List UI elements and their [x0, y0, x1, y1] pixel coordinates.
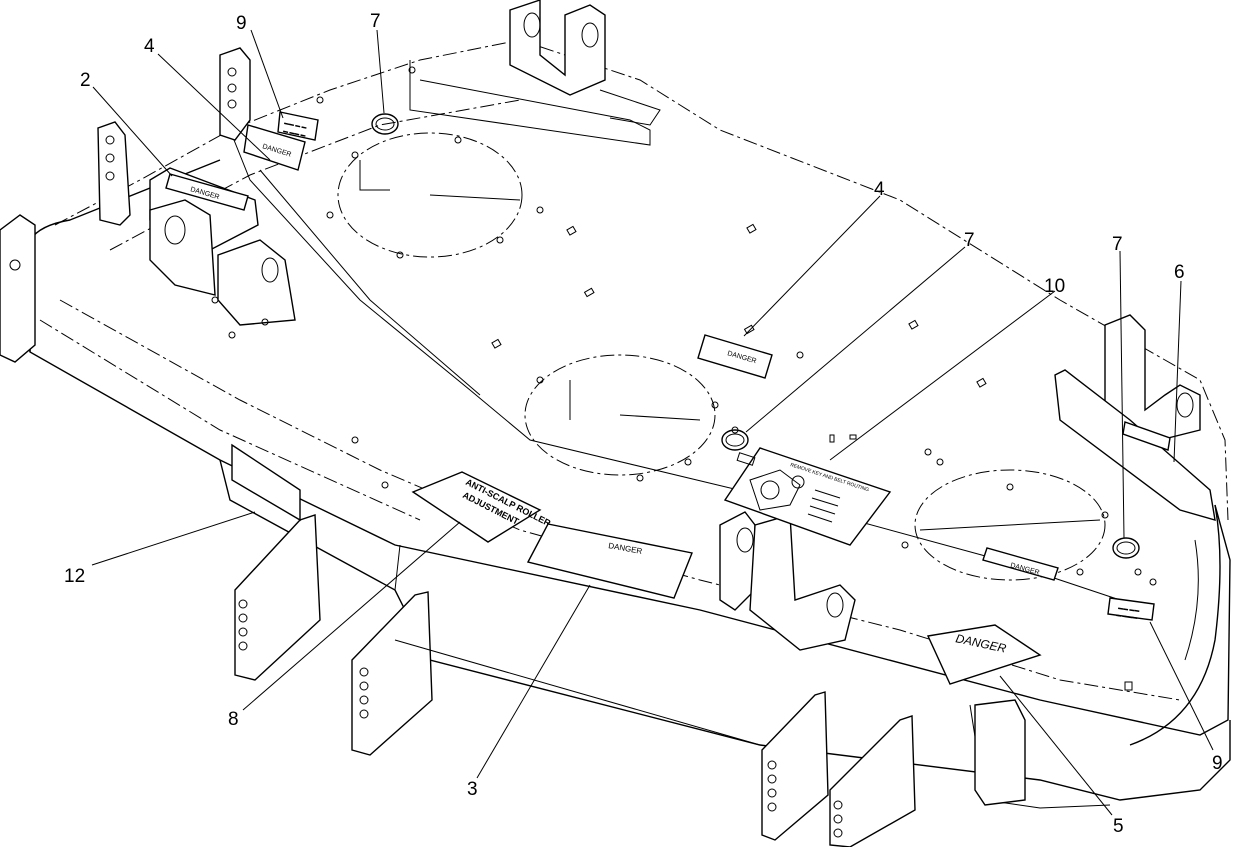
plug-7-center — [721, 429, 749, 451]
decal-3: DANGER — [526, 523, 693, 599]
svg-text:▬▬ ▬ ▬: ▬▬ ▬ ▬ — [284, 120, 308, 131]
decal-5: DANGER — [926, 624, 1042, 685]
bolt-holes — [211, 66, 1157, 586]
square-fasteners — [491, 223, 1133, 691]
callout-4-center: 4 — [874, 179, 885, 200]
decal-2: DANGER — [165, 173, 249, 211]
decal-8-anti-scalp: ANTI-SCALP ROLLER ADJUSTMENT — [411, 471, 553, 543]
callout-10: 10 — [1044, 276, 1065, 297]
decal-6 — [1122, 421, 1171, 451]
plug-7-right — [1112, 537, 1140, 559]
callout-6: 6 — [1174, 262, 1185, 283]
decal-4-center: DANGER — [697, 334, 773, 379]
callout-7-right: 7 — [1112, 234, 1123, 255]
decal-4-right: DANGER — [982, 547, 1059, 581]
callout-4-top: 4 — [144, 36, 155, 57]
decal-4-top: DANGER — [243, 124, 306, 171]
callout-2: 2 — [80, 70, 91, 91]
callout-7-center: 7 — [964, 230, 975, 251]
leader-lines — [91, 29, 1214, 816]
decal-9-right: ▬▬ ▬▬ ▬ ▬▬▬ — [1107, 597, 1155, 621]
callout-8: 8 — [228, 709, 239, 730]
blade-openings — [337, 132, 1106, 581]
callout-12: 12 — [64, 566, 85, 587]
callout-3: 3 — [467, 779, 478, 800]
deck-outline — [27, 39, 1231, 809]
plug-7-top — [371, 113, 399, 135]
callout-labels: 9 4 7 2 4 7 10 7 6 12 8 3 5 9 — [64, 11, 1223, 837]
roller-brackets — [231, 443, 1026, 847]
callout-9-top: 9 — [236, 13, 247, 34]
callout-7-top: 7 — [370, 11, 381, 32]
decal-9-top: ▬▬ ▬ ▬ ▬ ▬▬ ▬ — [277, 111, 319, 141]
svg-text:▬▬ ▬▬: ▬▬ ▬▬ — [1118, 605, 1140, 614]
callout-5: 5 — [1113, 816, 1124, 837]
svg-text:▬ ▬▬▬: ▬ ▬▬▬ — [1116, 612, 1138, 621]
callout-9-right: 9 — [1212, 753, 1223, 774]
svg-text:▬ ▬▬ ▬: ▬ ▬▬ ▬ — [283, 128, 307, 139]
